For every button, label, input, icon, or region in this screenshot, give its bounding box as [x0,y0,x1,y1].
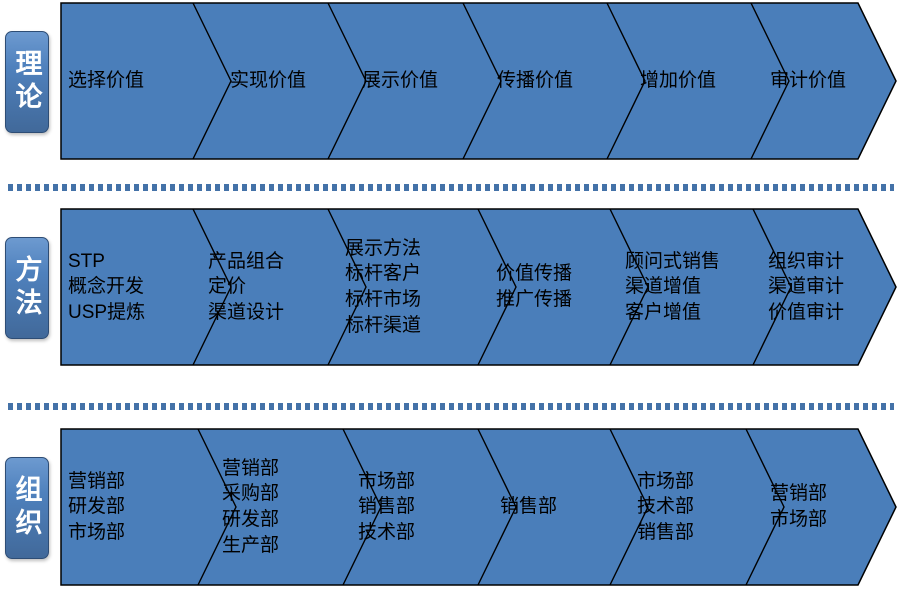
row-organization: 组织 营销部 研发部 市场部 营销部 采购部 研发部 生产部 市场部 销售部 技… [0,428,900,586]
chevron-separator [609,208,649,366]
method-arrow-band [60,208,897,366]
row-theory: 理论 选择价值 实现价值 展示价值 传播价值 增加价值 审计价值 [0,2,900,160]
chevron-separator [477,428,517,586]
arrow-band-shape [60,2,897,160]
chevron-separator [462,2,502,160]
chevron-separator [342,428,382,586]
chevron-separator [192,208,232,366]
row-method: 方法 STP 概念开发 USP提炼 产品组合 定价 渠道设计 展示方法 标杆客户… [0,208,900,366]
chevron-separator [327,2,367,160]
chevron-separator [606,2,646,160]
chevron-separator [752,208,792,366]
dotted-divider [8,403,894,410]
chevron-separator [745,428,785,586]
chevron-separator [327,208,367,366]
chevron-separator [197,428,237,586]
organization-arrow-band [60,428,897,586]
chevron-separator [192,2,232,160]
theory-arrow-band [60,2,897,160]
row-method-label: 方法 [5,237,49,339]
chevron-separator [477,208,517,366]
row-organization-label: 组织 [5,457,49,559]
chevron-separator [750,2,790,160]
dotted-divider [8,184,894,191]
arrow-band-shape [60,208,897,366]
arrow-band-shape [60,428,897,586]
row-theory-label: 理论 [5,31,49,133]
chevron-separator [609,428,649,586]
